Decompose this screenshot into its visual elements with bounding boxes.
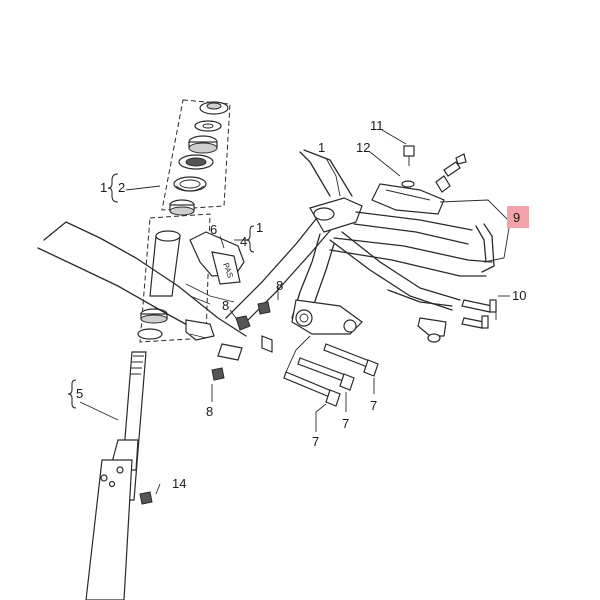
callout-14-nut: 14 xyxy=(172,476,186,491)
callout-8-c: 8 xyxy=(206,404,213,419)
callout-4-badge: 4 xyxy=(240,234,247,249)
nuts-8 xyxy=(211,301,271,381)
callout-8-a: 8 xyxy=(276,278,283,293)
main-frame xyxy=(37,149,495,361)
callout-9-carrier: 9 xyxy=(513,210,520,225)
callout-labels: 1 1 2 6 4 1 8 8 8 5 7 7 7 9 10 11 12 14 xyxy=(76,118,526,491)
bolts-7 xyxy=(283,335,379,407)
callout-4-suffix: 1 xyxy=(256,220,263,235)
bolt-11 xyxy=(403,145,415,166)
pas-badge: PAS xyxy=(211,251,241,285)
front-fork xyxy=(85,351,147,600)
bolts-10 xyxy=(417,299,497,343)
callout-11-bolt: 11 xyxy=(370,118,384,133)
callout-1-frame: 1 xyxy=(318,140,325,155)
highlight-box-9 xyxy=(507,206,529,228)
callout-10-bolts: 10 xyxy=(512,288,526,303)
washer-12 xyxy=(401,180,415,188)
key-lock xyxy=(435,153,467,193)
braces xyxy=(67,173,255,409)
callout-2-prefix: 1 xyxy=(100,180,107,195)
callout-8-b: 8 xyxy=(222,298,229,313)
callout-7-c: 7 xyxy=(370,398,377,413)
callout-2-stem: 2 xyxy=(118,180,125,195)
callout-12-washer: 12 xyxy=(356,140,370,155)
headset-stack xyxy=(137,99,231,343)
callout-7-b: 7 xyxy=(342,416,349,431)
callout-6-guard: 6 xyxy=(210,222,217,237)
callout-7-a: 7 xyxy=(312,434,319,449)
callout-5-fork: 5 xyxy=(76,386,83,401)
leader-lines xyxy=(79,129,511,495)
nut-14 xyxy=(139,491,153,505)
